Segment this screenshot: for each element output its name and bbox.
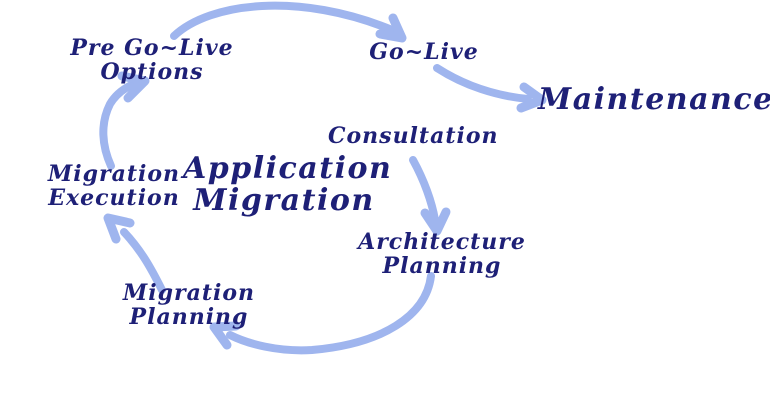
node-pre-go-live-options: Pre Go~Live Options [52, 36, 252, 84]
node-architecture-planning: Architecture Planning [358, 230, 526, 278]
node-consultation: Consultation [328, 123, 499, 149]
arrow-pre-go-live-to-go-live-shaft [170, 1, 396, 40]
node-migration-execution-line1: Migration [47, 161, 181, 187]
arrow-consultation-to-architecture-planning-shaft [409, 156, 439, 224]
arrow-pre-go-live-to-go-live-head [375, 13, 407, 43]
node-maintenance: Maintenance [538, 82, 770, 117]
node-migration-execution-line2: Execution [48, 185, 180, 211]
node-migration-planning: Migration Planning [113, 281, 265, 329]
arrow-pre-go-live-to-go-live [170, 1, 407, 43]
diagram-title-line2: Migration [193, 183, 375, 218]
arrow-migration-planning-to-migration-execution-head [103, 213, 135, 244]
node-pre-go-live-options-line1: Pre Go~Live [70, 35, 234, 61]
arrow-architecture-planning-to-migration-planning [209, 272, 435, 355]
arrow-migration-execution-to-pre-go-live-shaft [99, 79, 140, 170]
arrow-migration-planning-to-migration-execution [103, 213, 166, 294]
node-maintenance-label: Maintenance [538, 82, 770, 117]
arrow-go-live-to-maintenance-head [516, 82, 547, 113]
arrow-migration-planning-to-migration-execution-shaft [120, 228, 166, 294]
node-consultation-label: Consultation [328, 123, 499, 149]
node-architecture-planning-line1: Architecture [358, 229, 526, 255]
arrow-migration-execution-to-pre-go-live-head [117, 71, 150, 103]
diagram-title: Application Migration [183, 151, 393, 218]
node-go-live: Go~Live [368, 40, 480, 64]
arrow-go-live-to-maintenance [433, 64, 547, 113]
arrow-consultation-to-architecture-planning [409, 156, 451, 236]
arrow-go-live-to-maintenance-shaft [433, 64, 532, 103]
diagram-title-line1: Application [183, 151, 393, 186]
node-migration-planning-line2: Planning [129, 304, 249, 330]
node-go-live-label: Go~Live [369, 39, 479, 65]
node-migration-execution: Migration Execution [38, 162, 190, 210]
node-migration-planning-line1: Migration [122, 280, 256, 306]
arrow-consultation-to-architecture-planning-head [420, 207, 451, 236]
arrow-architecture-planning-to-migration-planning-shaft [226, 272, 435, 355]
arrow-migration-execution-to-pre-go-live [99, 71, 150, 170]
node-pre-go-live-options-line2: Options [100, 59, 204, 85]
arrow-architecture-planning-to-migration-planning-head [209, 321, 241, 350]
node-architecture-planning-line2: Planning [382, 253, 502, 279]
